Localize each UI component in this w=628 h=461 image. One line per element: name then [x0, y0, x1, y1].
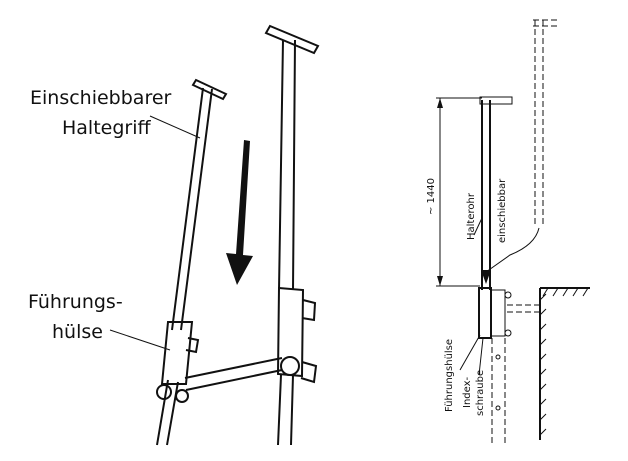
- right-technical-drawing: [436, 19, 590, 445]
- dimension-length: ~ 1440: [426, 178, 437, 215]
- left-ladder-illustration: [109, 24, 320, 446]
- label-guide-sleeve: Führungshülse: [444, 339, 455, 412]
- label-holding-tube: Halterohr: [466, 192, 477, 240]
- label-handle-line2: Haltegriff: [62, 117, 151, 139]
- label-index-screw-line1: Index-: [462, 376, 473, 408]
- label-sleeve-line1: Führungs-: [28, 291, 123, 313]
- label-handle-line1: Einschiebbarer: [30, 87, 172, 109]
- label-index-screw-line2: schraube: [475, 370, 486, 416]
- label-insertable: einschiebbar: [497, 178, 508, 243]
- label-sleeve-line2: hülse: [52, 321, 103, 343]
